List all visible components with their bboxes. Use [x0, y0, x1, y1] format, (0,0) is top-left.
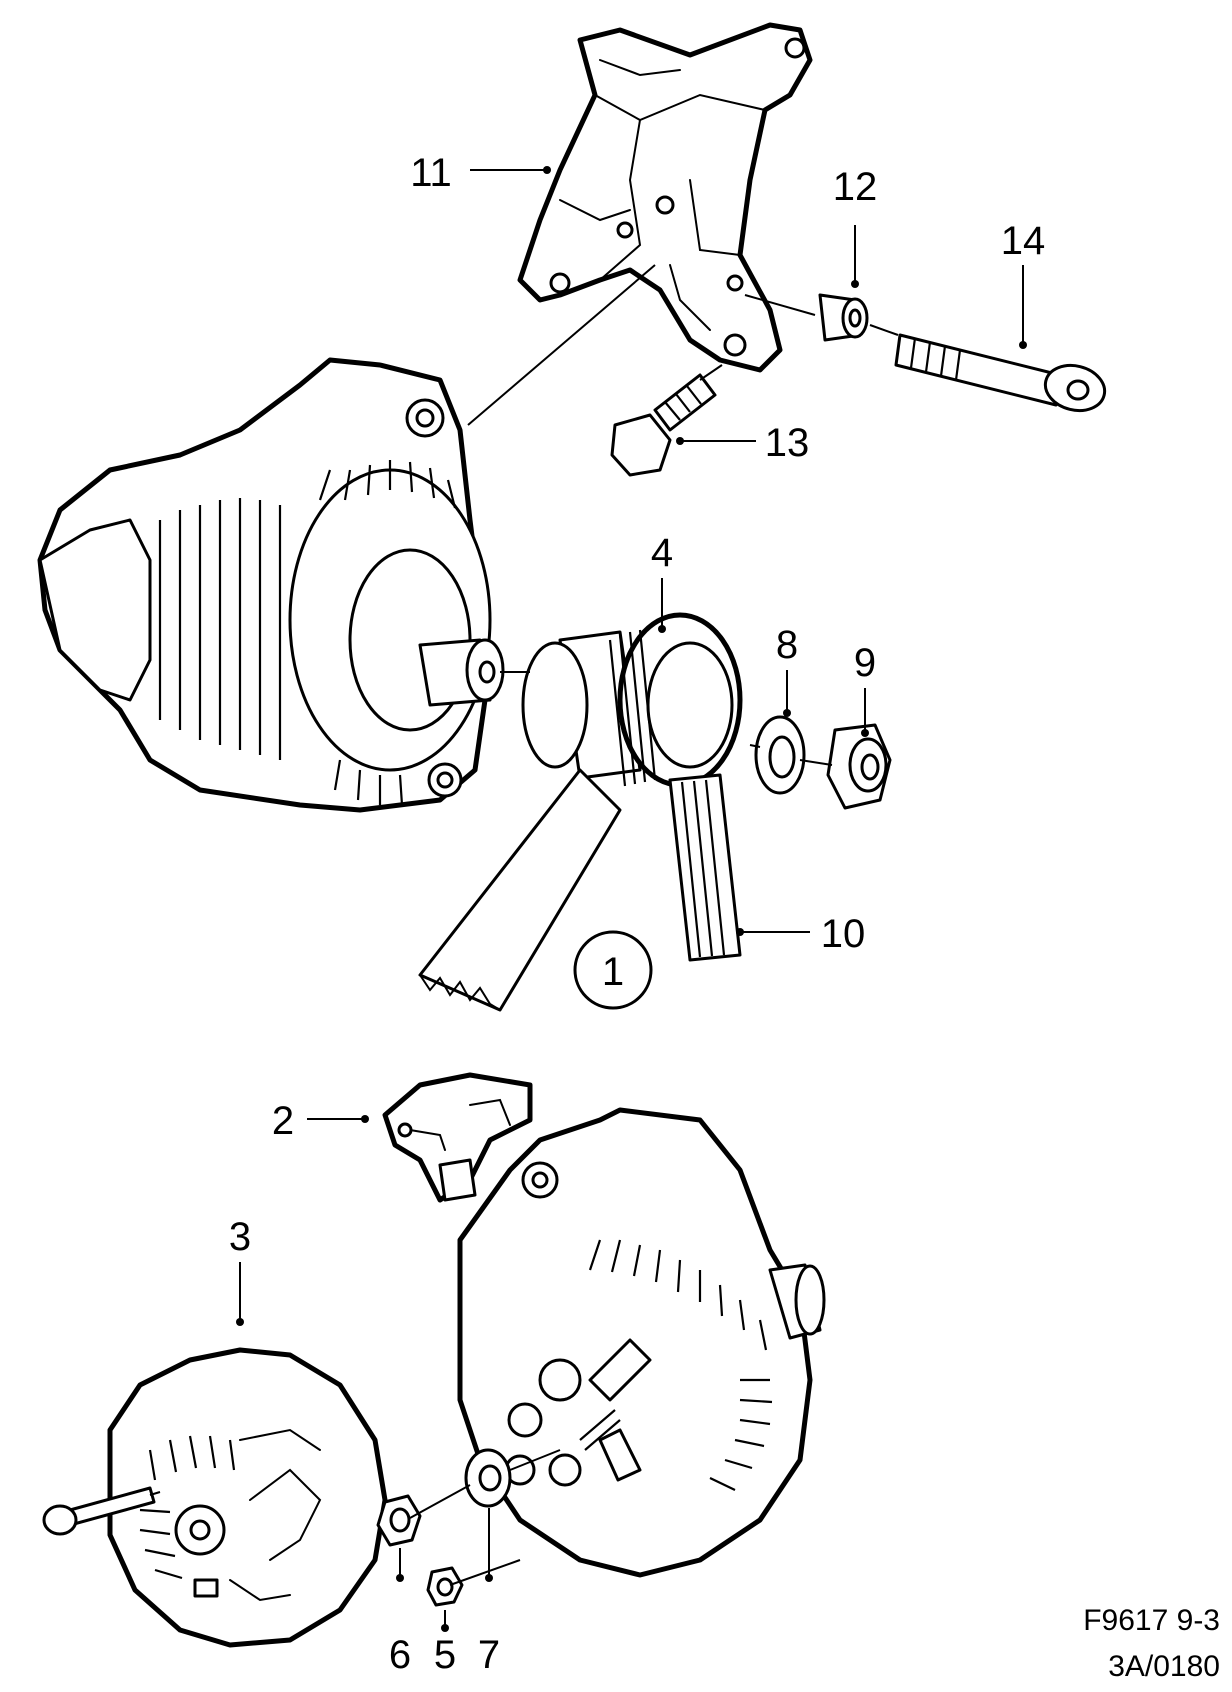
insulating-washer — [464, 1448, 512, 1508]
spacer-sleeve — [818, 293, 869, 342]
callout-10: 10 — [821, 912, 866, 956]
callout-13: 13 — [765, 421, 810, 465]
drive-belt — [418, 768, 742, 1012]
pulley-nut — [826, 723, 892, 810]
washer — [754, 715, 806, 795]
voltage-regulator — [382, 1072, 533, 1203]
callout-11: 11 — [410, 151, 452, 195]
callout-6: 6 — [389, 1633, 411, 1677]
detail-marker-circle — [573, 930, 653, 1010]
callout-3: 3 — [229, 1215, 251, 1259]
alternator-side-view — [37, 357, 505, 813]
pulley — [521, 612, 743, 788]
callout-7: 7 — [478, 1633, 500, 1677]
long-bolt — [894, 333, 1107, 413]
callout-8: 8 — [776, 623, 798, 667]
callout-4: 4 — [651, 531, 673, 575]
bracket-bolt — [610, 373, 717, 477]
alternator-rear-view — [457, 1107, 826, 1578]
callout-14: 14 — [1001, 219, 1046, 263]
cover-screw — [42, 1486, 156, 1536]
callout-5: 5 — [434, 1633, 456, 1677]
callout-leaders — [236, 166, 1027, 1632]
callout-1: 1 — [602, 950, 624, 994]
figure-part-number: 3A/0180 — [1108, 1650, 1220, 1683]
mounting-bracket — [517, 22, 813, 373]
callout-12: 12 — [833, 165, 878, 209]
terminal-nut-small — [426, 1566, 464, 1607]
figure-reference-code: F9617 9-3 — [1083, 1604, 1220, 1637]
callout-2: 2 — [272, 1099, 294, 1143]
callout-9: 9 — [854, 641, 876, 685]
terminal-nut-large — [376, 1494, 422, 1547]
